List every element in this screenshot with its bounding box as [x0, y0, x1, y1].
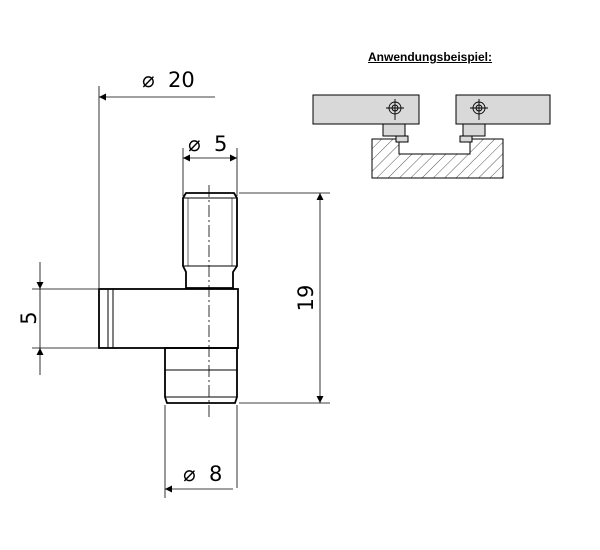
dimension-diameter-5	[182, 148, 238, 196]
dimension-height-19	[239, 192, 330, 404]
screw-icon-left	[386, 99, 404, 120]
dim-d8-value: 8	[209, 462, 222, 486]
crossbar	[98, 288, 239, 349]
dim-d5-value: 5	[214, 132, 227, 156]
screw-icon-right	[470, 99, 488, 120]
clamp-right-foot	[459, 135, 473, 143]
dim-d8-symbol: ⌀	[183, 462, 196, 486]
dim-d20-value: 20	[168, 68, 195, 92]
clamp-left-foot	[395, 135, 409, 143]
clamp-plate-right	[455, 94, 551, 125]
dim-d5-symbol: ⌀	[188, 132, 201, 156]
bottom-pin	[164, 347, 238, 404]
clamp-plate-left	[312, 94, 420, 125]
application-example	[312, 94, 551, 179]
clamp-left	[382, 123, 406, 137]
hatched-base	[371, 138, 504, 179]
example-title: Anwendungsbeispiel:	[368, 50, 493, 64]
dim-h19-value: 19	[294, 285, 318, 312]
clamp-right	[462, 123, 486, 137]
top-pin	[182, 192, 238, 289]
dimension-height-5	[32, 262, 98, 375]
part-detail-lines	[107, 197, 237, 398]
dimension-diameter-8	[164, 405, 238, 498]
dim-h5-value: 5	[17, 311, 41, 324]
dim-d20-symbol: ⌀	[142, 68, 155, 92]
dimension-diameter-20	[98, 86, 215, 288]
part-outline	[98, 192, 239, 404]
